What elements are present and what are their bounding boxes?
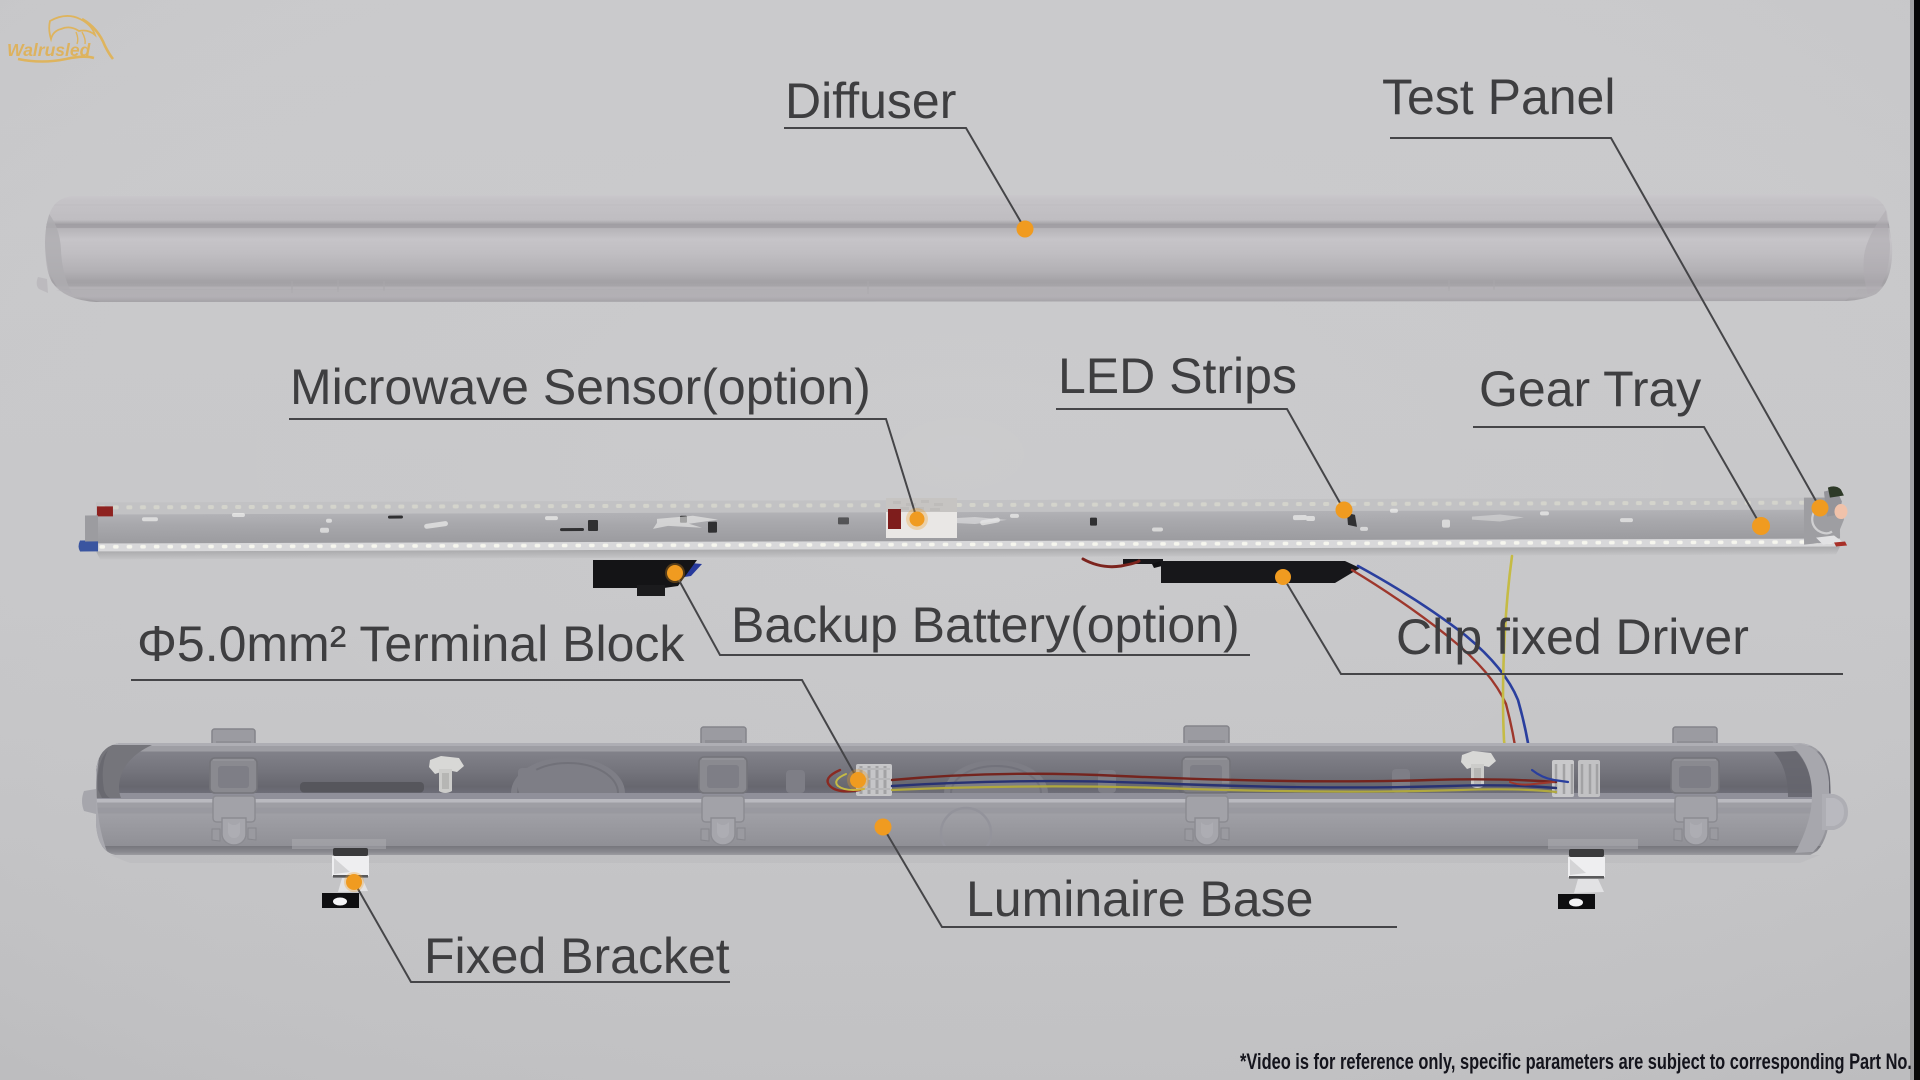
svg-text:Backup Battery(option): Backup Battery(option) (731, 597, 1240, 653)
svg-text:Gear Tray: Gear Tray (1479, 361, 1701, 417)
svg-text:Diffuser: Diffuser (785, 73, 956, 129)
svg-text:LED Strips: LED Strips (1058, 348, 1297, 404)
svg-text:Fixed Bracket: Fixed Bracket (424, 928, 730, 984)
svg-text:Microwave Sensor(option): Microwave Sensor(option) (290, 359, 871, 415)
svg-text:*Video is for reference only,: *Video is for reference only, specific p… (1240, 1049, 1912, 1074)
svg-text:Clip fixed Driver: Clip fixed Driver (1396, 609, 1749, 665)
svg-text:Luminaire Base: Luminaire Base (966, 871, 1313, 927)
svg-text:Φ5.0mm² Terminal Block: Φ5.0mm² Terminal Block (137, 616, 685, 672)
svg-text:Walrusled: Walrusled (7, 40, 91, 60)
svg-text:Test Panel: Test Panel (1382, 69, 1615, 125)
